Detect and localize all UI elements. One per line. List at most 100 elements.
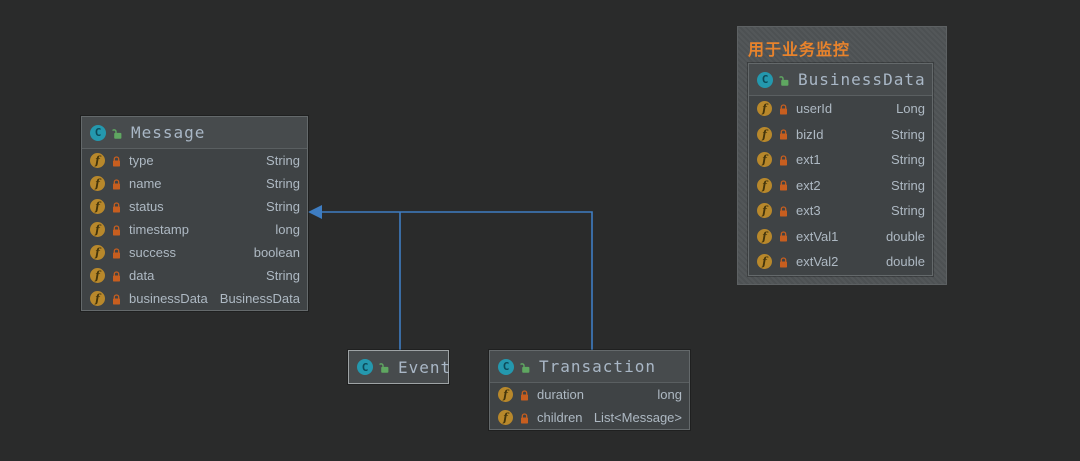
field-row[interactable]: f success boolean bbox=[82, 241, 307, 264]
field-icon: f bbox=[90, 176, 105, 191]
field-type: List<Message> bbox=[593, 410, 682, 425]
field-type: String bbox=[891, 177, 925, 193]
private-lock-icon bbox=[780, 180, 787, 191]
field-name: bizId bbox=[796, 126, 824, 142]
field-row[interactable]: f businessData BusinessData bbox=[82, 287, 307, 310]
field-row[interactable]: f duration long bbox=[490, 383, 689, 406]
private-lock-icon bbox=[113, 155, 120, 166]
field-icon: f bbox=[90, 222, 105, 237]
field-icon: f bbox=[498, 387, 513, 402]
field-row[interactable]: f ext2 String bbox=[749, 173, 932, 199]
class-icon: C bbox=[90, 124, 106, 141]
field-row[interactable]: f timestamp long bbox=[82, 218, 307, 241]
field-type: long bbox=[657, 387, 682, 402]
field-row[interactable]: f extVal1 double bbox=[749, 224, 932, 250]
field-row[interactable]: f ext1 String bbox=[749, 147, 932, 173]
field-name: ext2 bbox=[796, 177, 821, 193]
private-lock-icon bbox=[113, 178, 120, 189]
class-node-transaction[interactable]: C Transaction f duration long f children… bbox=[489, 350, 690, 430]
field-list: f type String f name String f status Str… bbox=[82, 149, 307, 310]
field-name: ext3 bbox=[796, 203, 821, 219]
field-name: userId bbox=[796, 101, 833, 117]
field-type: String bbox=[891, 203, 925, 219]
field-name: ext1 bbox=[796, 152, 821, 168]
class-node-businessdata[interactable]: C BusinessData f userId Long f bizId bbox=[748, 63, 933, 276]
field-icon: f bbox=[90, 268, 105, 283]
class-icon: C bbox=[757, 71, 773, 88]
field-icon: f bbox=[757, 126, 772, 142]
field-type: String bbox=[266, 199, 300, 214]
field-icon: f bbox=[757, 228, 772, 244]
field-list: f duration long f children List<Message> bbox=[490, 383, 689, 429]
field-type: boolean bbox=[253, 245, 300, 260]
class-title: BusinessData bbox=[798, 70, 926, 89]
private-lock-icon bbox=[113, 270, 120, 281]
field-type: long bbox=[275, 222, 300, 237]
private-lock-icon bbox=[780, 257, 787, 268]
field-type: double bbox=[885, 228, 925, 244]
field-icon: f bbox=[757, 152, 772, 168]
field-row[interactable]: f data String bbox=[82, 264, 307, 287]
field-name: duration bbox=[537, 387, 584, 402]
field-icon: f bbox=[90, 245, 105, 260]
class-node-message[interactable]: C Message f type String f name String f bbox=[81, 116, 308, 311]
public-lock-icon bbox=[112, 128, 122, 139]
class-title: Event bbox=[398, 357, 452, 377]
private-lock-icon bbox=[780, 104, 787, 115]
field-type: Long bbox=[896, 101, 925, 117]
private-lock-icon bbox=[780, 206, 787, 217]
field-list: f userId Long f bizId String f ext1 Stri… bbox=[749, 96, 932, 275]
field-type: String bbox=[891, 152, 925, 168]
class-node-event[interactable]: C Event bbox=[348, 350, 452, 384]
field-icon: f bbox=[90, 153, 105, 168]
field-icon: f bbox=[757, 203, 772, 219]
field-row[interactable]: f bizId String bbox=[749, 122, 932, 148]
field-row[interactable]: f children List<Message> bbox=[490, 406, 689, 429]
class-title: Transaction bbox=[539, 357, 656, 376]
field-row[interactable]: f extVal2 double bbox=[749, 249, 932, 275]
field-icon: f bbox=[757, 177, 772, 193]
private-lock-icon bbox=[113, 201, 120, 212]
class-header-businessdata[interactable]: C BusinessData bbox=[749, 64, 932, 96]
field-type: BusinessData bbox=[219, 291, 300, 306]
class-header-event[interactable]: C Event bbox=[349, 351, 452, 383]
field-row[interactable]: f status String bbox=[82, 195, 307, 218]
field-icon: f bbox=[757, 101, 772, 117]
private-lock-icon bbox=[780, 231, 787, 242]
field-name: name bbox=[129, 176, 162, 191]
field-name: data bbox=[129, 268, 155, 283]
edge-transaction-to-message[interactable] bbox=[320, 211, 593, 350]
class-header-message[interactable]: C Message bbox=[82, 117, 307, 149]
private-lock-icon bbox=[780, 129, 787, 140]
annotation-label: 用于业务监控 bbox=[748, 42, 851, 59]
field-name: type bbox=[129, 153, 154, 168]
private-lock-icon bbox=[113, 224, 120, 235]
class-icon: C bbox=[357, 359, 373, 375]
field-row[interactable]: f ext3 String bbox=[749, 198, 932, 224]
annotation-panel-business-monitoring[interactable]: 用于业务监控 C BusinessData f userId Long f bbox=[737, 26, 947, 285]
private-lock-icon bbox=[780, 155, 787, 166]
public-lock-icon bbox=[779, 75, 789, 86]
class-title: Message bbox=[131, 123, 206, 142]
field-name: status bbox=[129, 199, 164, 214]
field-type: String bbox=[266, 268, 300, 283]
field-icon: f bbox=[90, 199, 105, 214]
field-type: String bbox=[266, 153, 300, 168]
class-icon: C bbox=[498, 358, 514, 375]
private-lock-icon bbox=[113, 293, 120, 304]
field-icon: f bbox=[90, 291, 105, 306]
arrowhead-to-message bbox=[308, 205, 322, 219]
field-row[interactable]: f name String bbox=[82, 172, 307, 195]
field-name: businessData bbox=[129, 291, 208, 306]
private-lock-icon bbox=[521, 412, 528, 423]
field-row[interactable]: f userId Long bbox=[749, 96, 932, 122]
field-name: timestamp bbox=[129, 222, 189, 237]
field-row[interactable]: f type String bbox=[82, 149, 307, 172]
public-lock-icon bbox=[379, 363, 389, 373]
public-lock-icon bbox=[520, 362, 530, 373]
private-lock-icon bbox=[113, 247, 120, 258]
class-header-transaction[interactable]: C Transaction bbox=[490, 351, 689, 383]
field-type: double bbox=[885, 254, 925, 270]
private-lock-icon bbox=[521, 389, 528, 400]
